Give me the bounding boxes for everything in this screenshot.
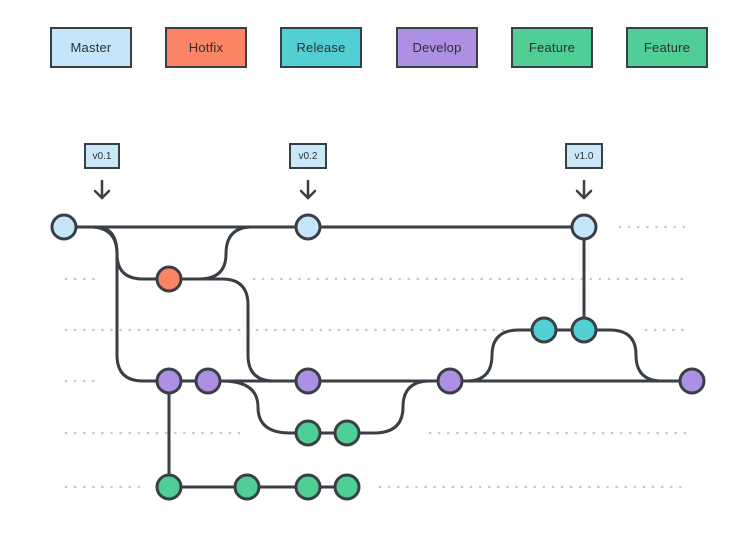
legend-master-label: Master [70,40,112,55]
feature-1-merge [347,379,432,435]
tag-v1-0: v1.0 [565,143,603,169]
commit-hotfix [155,265,183,293]
legend-develop-label: Develop [412,40,462,55]
legend-feature-2-label: Feature [643,40,691,55]
commit-feature [333,473,361,501]
commit-feature [333,419,361,447]
commit-release [530,316,558,344]
legend-release-label: Release [296,40,346,55]
legend-feature-1-label: Feature [528,40,576,55]
hotfix-branch-off [94,225,171,281]
tag-v1-0-label: v1.0 [574,150,594,162]
legend-feature-1: Feature [511,27,593,68]
develop-branch-off [88,225,171,383]
release-branch-off [465,328,612,383]
commit-develop [194,367,222,395]
tag-v0-1: v0.1 [84,143,120,169]
feature-1-branch [220,379,351,435]
commit-release [570,316,598,344]
lane-guides [64,225,687,489]
commit-master [50,213,78,241]
legend-feature-2: Feature [626,27,708,68]
legend-master: Master [50,27,132,68]
commit-feature [155,473,183,501]
legend-hotfix: Hotfix [165,27,247,68]
commits [50,213,706,501]
legend-release: Release [280,27,362,68]
commit-master [570,213,598,241]
commit-feature [294,473,322,501]
legend-develop: Develop [396,27,478,68]
commit-develop [155,367,183,395]
hotfix-merge-develop [167,277,276,383]
release-merge-develop [582,328,664,383]
commit-develop [294,367,322,395]
commit-master [294,213,322,241]
tag-v0-2: v0.2 [289,143,327,169]
tag-v0-1-label: v0.1 [92,150,112,162]
hotfix-merge-master [167,225,254,281]
commit-feature [294,419,322,447]
commit-develop [436,367,464,395]
commit-develop [678,367,706,395]
tag-v0-2-label: v0.2 [298,150,318,162]
tag-arrows [93,179,593,200]
commit-feature [233,473,261,501]
down-arrow-icon [93,179,111,200]
down-arrow-icon [299,179,317,200]
branch-lines [62,225,694,489]
legend-hotfix-label: Hotfix [188,40,224,55]
down-arrow-icon [575,179,593,200]
